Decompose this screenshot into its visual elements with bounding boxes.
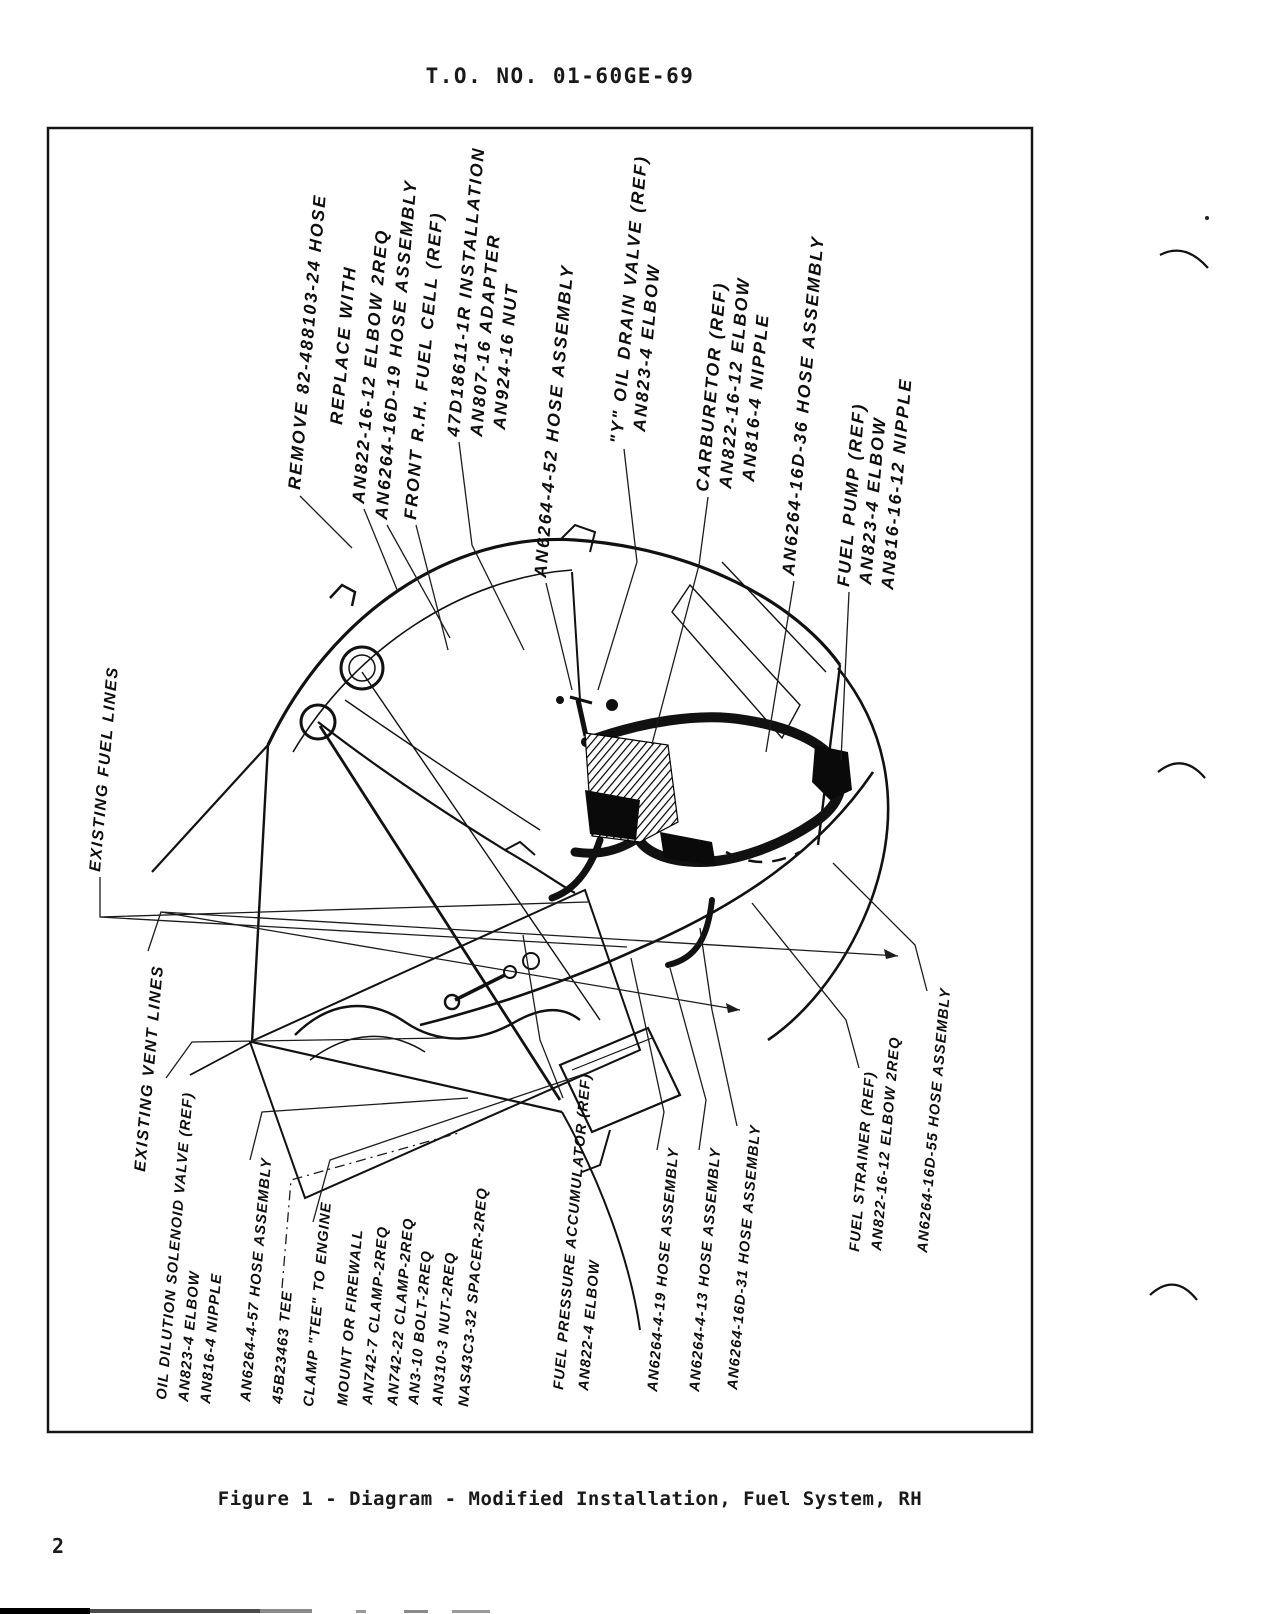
fuel-line	[317, 721, 576, 894]
bottom-artifact-bar	[452, 1610, 490, 1613]
leader-hose-16d-31	[699, 927, 738, 1127]
bottom-artifact-bar	[0, 1608, 90, 1614]
margin-mark-2	[1157, 762, 1206, 779]
leader-fuel-strainer	[751, 902, 860, 1069]
engine-mount	[558, 1026, 682, 1173]
mount-frame-line	[571, 1037, 653, 1071]
vent-hose-2	[309, 1035, 426, 1061]
fuel-cell-left-edge	[250, 744, 270, 1043]
fuel-strainer-fitting	[660, 832, 716, 866]
leader-hose-16d-55	[832, 862, 928, 992]
bottom-artifact-bar	[404, 1610, 428, 1613]
leader-fuel-pump	[840, 591, 850, 761]
elbow-dot	[606, 699, 618, 711]
washer	[522, 952, 540, 970]
hose-to-accumulator	[548, 836, 604, 902]
carb-inlet-stub	[575, 699, 589, 737]
hose-assembly	[548, 712, 852, 968]
margin-mark-3	[1149, 1283, 1198, 1301]
leader-hose-4-57	[249, 1097, 469, 1161]
margin-dot	[1205, 216, 1209, 220]
bolt-head	[443, 993, 461, 1011]
bottom-artifact-bar	[90, 1609, 260, 1613]
vent-arrowhead-2	[884, 949, 898, 959]
tee-fitting	[569, 695, 593, 705]
fuel-cell-dome-inner	[292, 569, 573, 753]
fuel-cell-panel-line	[721, 561, 827, 673]
fuel-cell-dome	[266, 537, 842, 746]
leader-oil-drain	[597, 448, 638, 691]
leader-hose-4-52	[545, 582, 573, 691]
hidden-hose-dashed	[725, 850, 801, 864]
leader-lines	[99, 441, 928, 1289]
leader-carburetor	[651, 496, 709, 745]
mount-frame	[558, 1026, 682, 1134]
carburetor-block-dark	[585, 790, 640, 840]
cell-outlet-pipe	[571, 571, 581, 701]
page-title: T.O. NO. 01-60GE-69	[425, 64, 695, 88]
bolt-shank	[454, 973, 506, 1002]
bottom-artifact-bar	[356, 1610, 366, 1613]
margin-mark-1	[1159, 249, 1209, 269]
leader-hose-4-19	[630, 957, 665, 1151]
leader-front-cell	[415, 524, 449, 651]
mount-foot	[581, 1129, 611, 1173]
fuselage-cross-curve	[419, 771, 875, 1027]
fuselage-right-curve	[767, 667, 890, 1042]
leader-hose-16d-36	[765, 580, 795, 753]
fuel-pump-fitting	[812, 745, 852, 800]
leader-hose-4-13	[669, 967, 707, 1151]
filler-ring-large	[339, 645, 385, 691]
elbow-fitting	[504, 840, 536, 856]
panel-edge	[189, 1041, 253, 1076]
fitting-dot	[556, 696, 564, 704]
fuel-cell-face-edge	[318, 725, 562, 1101]
fuel-cell-bottom-edge	[251, 1040, 563, 1114]
fuel-line-parallel	[344, 699, 541, 831]
hose-j-bend	[665, 897, 715, 968]
leader-installation	[458, 441, 525, 651]
clamp-bracket	[329, 583, 357, 607]
leader-vent-lines	[147, 911, 899, 1011]
wing-edge	[151, 744, 269, 873]
piping	[317, 571, 618, 894]
bottom-artifact-bar	[260, 1609, 312, 1613]
vent-arrowhead-1	[726, 1003, 740, 1013]
leader-clamp-tee	[312, 1071, 591, 1223]
leader-fuel-lines	[99, 877, 628, 948]
filler-ring-small	[299, 703, 337, 741]
scan-artifacts	[0, 216, 1209, 1614]
lower-panel-outline	[248, 888, 642, 1200]
page-number: 2	[52, 1534, 65, 1558]
fuselage-curves	[151, 667, 890, 1331]
lower-panel	[248, 888, 642, 1200]
figure-caption: Figure 1 - Diagram - Modified Installati…	[217, 1488, 923, 1510]
fuel-cell-panel	[671, 583, 801, 740]
fuel-cell-face-line	[361, 671, 601, 1021]
leader-oil-dilution	[165, 1037, 446, 1079]
lower-curve	[561, 1111, 641, 1331]
filler-ring-inner	[348, 654, 376, 682]
leader-tee	[281, 1131, 463, 1289]
dome-fitting	[559, 523, 597, 553]
leader-accumulator	[522, 934, 564, 1099]
leader-remove-hose	[299, 495, 353, 549]
vent-hose	[294, 1004, 581, 1040]
leader-replace-1	[363, 508, 399, 593]
